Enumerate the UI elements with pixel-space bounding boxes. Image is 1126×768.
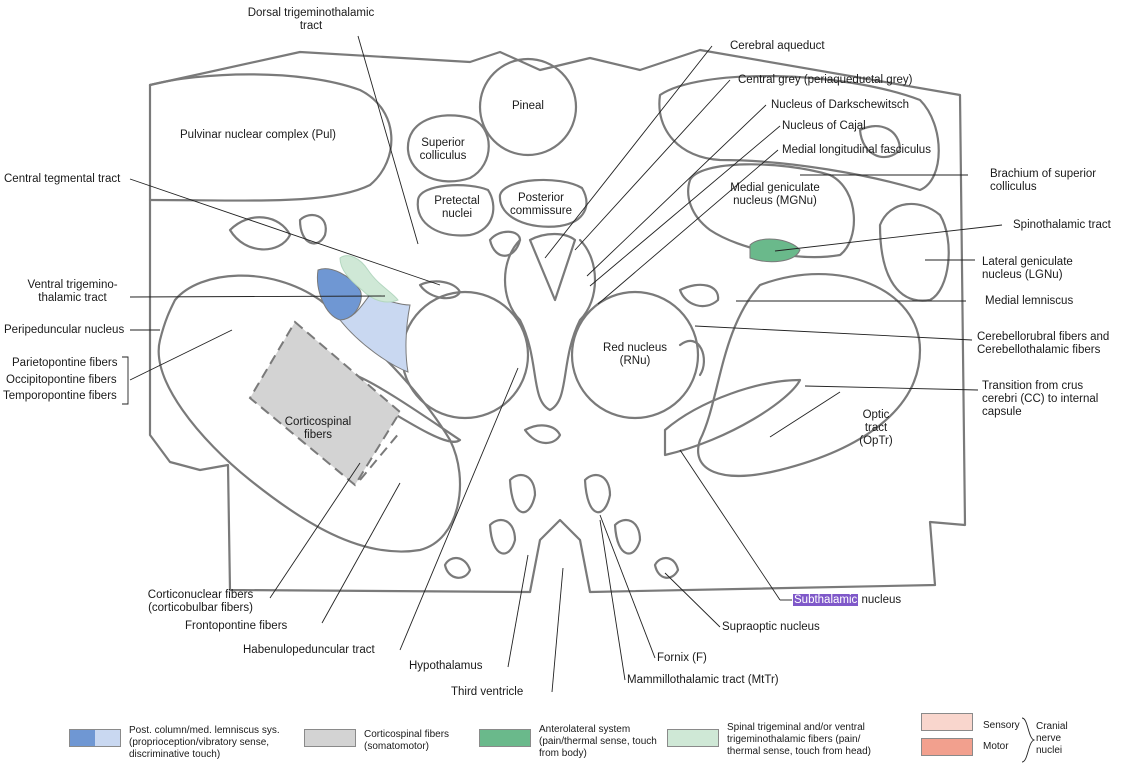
lgnu-label: Lateral geniculate nucleus (LGNu) [982, 256, 1073, 281]
left-crus-shape [157, 274, 462, 553]
peripeduncular-label: Peripeduncular nucleus [4, 324, 125, 336]
central-tegmental-label: Central tegmental tract [4, 173, 121, 185]
cajal-label: Nucleus of Cajal [782, 120, 866, 132]
subthalamic-rest: nucleus [858, 594, 902, 606]
legend-spinal-trigeminal-text: Spinal trigeminal and/or ventral trigemi… [727, 722, 871, 757]
spinal-trigeminal-region [339, 255, 399, 303]
corticonuclear-label: Corticonuclear fibers (corticobulbar fib… [147, 589, 254, 614]
temporopontine-label: Temporopontine fibers [3, 390, 117, 402]
mlf-label: Medial longitudinal fasciculus [782, 144, 931, 156]
legend-motor-text: Motor [983, 741, 1009, 752]
pulvinar-shape [148, 73, 393, 202]
cerebral-aqueduct-label: Cerebral aqueduct [730, 40, 825, 52]
pineal-label: Pineal [512, 100, 544, 112]
lgnu-shape [878, 202, 950, 302]
occipitopontine-label: Occipitopontine fibers [6, 374, 117, 386]
legend-cranial-text: Cranial nerve nuclei [1036, 721, 1068, 756]
third-ventricle-label: Third ventricle [451, 686, 524, 698]
corticospinal-region [248, 320, 402, 487]
legend-swatch-corticospinal [304, 729, 356, 747]
optic-tract-label: Optic tract (OpTr) [859, 409, 893, 447]
superior-colliculus-label: Superior colliculus [419, 137, 467, 162]
legend-dcml-text: Post. column/med. lemniscus sys. (propri… [129, 725, 280, 760]
legend-anterolateral-text: Anterolateral system (pain/thermal sense… [539, 724, 657, 759]
transition-label: Transition from crus cerebri (CC) to int… [982, 380, 1099, 418]
red-nucleus-shape [570, 290, 700, 420]
subthalamic-highlight: Subthalamic [793, 594, 859, 606]
legend-swatch-spinal-trigeminal [667, 729, 719, 747]
ventral-trigeminothalamic-label: Ventral trigemino- thalamic tract [27, 279, 118, 304]
legend-swatch-sensory [921, 713, 973, 731]
red-nucleus-label: Red nucleus (RNu) [603, 342, 667, 367]
superior-colliculus-shape [406, 114, 490, 183]
cerebellothalamic-label: Cerebellothalamic fibers [977, 344, 1101, 356]
pineal-shape [478, 57, 578, 157]
optic-tract-shape [697, 272, 922, 477]
darkschewitsch-label: Nucleus of Darkschewitsch [771, 99, 910, 111]
brachium-label: Brachium of superior colliculus [990, 168, 1097, 193]
posterior-commissure-shape [498, 178, 588, 228]
mgnu-label: Medial geniculate nucleus (MGNu) [730, 182, 820, 207]
cerebellorubral-label: Cerebellorubral fibers and [977, 331, 1110, 343]
dcml-light-region [338, 294, 411, 373]
aqueduct-shape [528, 232, 577, 302]
posterior-commissure-label: Posterior commissure [510, 192, 572, 217]
legend-swatch-motor [921, 738, 973, 756]
spinothalamic-label: Spinothalamic tract [1013, 219, 1111, 231]
medial-lemniscus-label: Medial lemniscus [985, 295, 1074, 307]
right-thalamus-shape [658, 74, 940, 192]
spinothalamic-region [749, 238, 801, 263]
corticospinal-region-label: Corticospinal fibers [284, 416, 352, 441]
pretectal-shape [416, 184, 495, 237]
legend-swatch-dcml [69, 729, 121, 747]
dcml-dark-region [316, 268, 362, 321]
dorsal-trigeminothalamic-label: Dorsal trigeminothalamic tract [247, 7, 375, 32]
mammillothalamic-label: Mammillothalamic tract (MtTr) [627, 674, 779, 686]
supraoptic-label: Supraoptic nucleus [722, 621, 820, 633]
habenulopeduncular-label: Habenulopeduncular tract [243, 644, 375, 656]
hypothalamus-label: Hypothalamus [409, 660, 483, 672]
legend-corticospinal-text: Corticospinal fibers (somatomotor) [364, 729, 450, 752]
legend-sensory-text: Sensory [983, 720, 1020, 731]
legend-swatch-anterolateral [479, 729, 531, 747]
pulvinar-label: Pulvinar nuclear complex (Pul) [180, 129, 336, 141]
central-grey-label: Central grey (periaqueductal grey) [738, 74, 913, 86]
parietopontine-label: Parietopontine fibers [12, 357, 118, 369]
subthalamic-label: Subthalamic nucleus [793, 594, 901, 607]
section-outline [148, 48, 967, 594]
mgnu-shape [687, 163, 856, 259]
frontopontine-label: Frontopontine fibers [185, 620, 288, 632]
fornix-label: Fornix (F) [657, 652, 707, 664]
pretectal-nuclei-label: Pretectal nuclei [434, 195, 480, 220]
